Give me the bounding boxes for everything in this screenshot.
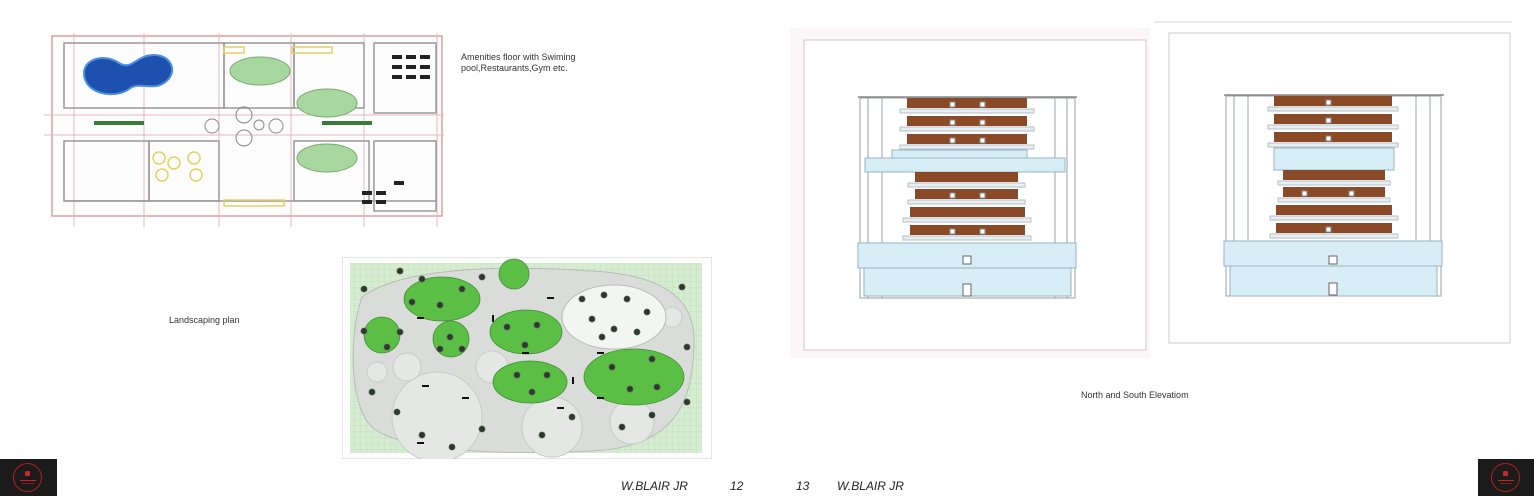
- logo-icon: [13, 463, 42, 492]
- logo-right: [1478, 459, 1534, 496]
- left-page-author: W.BLAIR JR: [621, 479, 688, 493]
- amenities-floor-caption: Amenities floor with Swiming pool,Restau…: [461, 52, 576, 73]
- logo-left: [0, 459, 57, 496]
- amenities-floor-plan: [44, 33, 444, 227]
- north-elevation: [790, 28, 1150, 358]
- swimming-pool: [82, 53, 174, 96]
- left-page-number: 12: [730, 479, 744, 493]
- right-page-number: 13: [796, 479, 810, 493]
- landscaping-plan: [342, 257, 712, 459]
- landscaping-plan-caption: Landscaping plan: [169, 315, 240, 325]
- elevation-caption: North and South Elevatiom: [1081, 390, 1189, 400]
- right-page-author: W.BLAIR JR: [837, 479, 904, 493]
- south-elevation: [1154, 21, 1512, 344]
- logo-icon: [1491, 463, 1520, 492]
